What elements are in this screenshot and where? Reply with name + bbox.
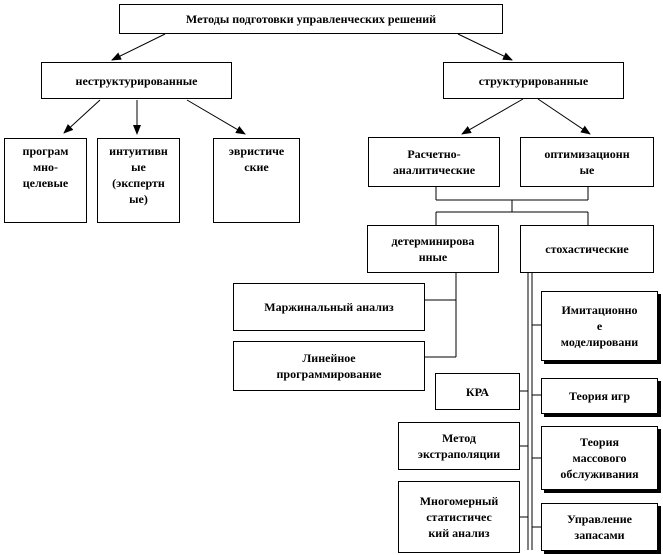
kra-box: КРА xyxy=(435,373,520,410)
title-box: Методы подготовки управленческих решений xyxy=(119,4,503,34)
unstructured-box: неструктурированные xyxy=(41,62,232,99)
queueing-theory-box: Теория массового обслуживания xyxy=(541,426,658,490)
game-theory-box: Теория игр xyxy=(541,378,658,414)
marginal-analysis-box: Маржинальный анализ xyxy=(233,283,425,331)
optimization-box: оптимизационн ые xyxy=(520,137,654,187)
arrow-structured-optim xyxy=(537,98,591,135)
stochastic-box: стохастические xyxy=(520,225,654,273)
linear-programming-box: Линейное программирование xyxy=(233,341,425,391)
extrapolation-method-box: Метод экстраполяции xyxy=(398,422,520,470)
arrow-title-structured xyxy=(457,33,513,61)
inventory-management-box: Управление запасами xyxy=(541,503,658,551)
calc-analytic-box: Расчетно- аналитические xyxy=(368,137,500,187)
arrow-title-unstructured xyxy=(111,33,166,61)
multivariate-analysis-box: Многомерный статистичес кий анализ xyxy=(398,481,520,553)
structured-box: структурированные xyxy=(443,62,624,99)
arrow-unstructured-program xyxy=(63,99,101,134)
intuitive-expert-box: интуитивн ые (экспертн ые) xyxy=(97,138,180,223)
heuristic-box: эвристиче ские xyxy=(213,138,300,223)
simulation-modeling-box: Имитационно е моделировани xyxy=(541,291,658,361)
deterministic-box: детерминирова нные xyxy=(367,225,499,273)
arrow-structured-calc xyxy=(461,98,524,135)
program-target-box: програм мно- целевые xyxy=(4,138,87,223)
arrow-unstructured-heuristic xyxy=(186,99,246,135)
